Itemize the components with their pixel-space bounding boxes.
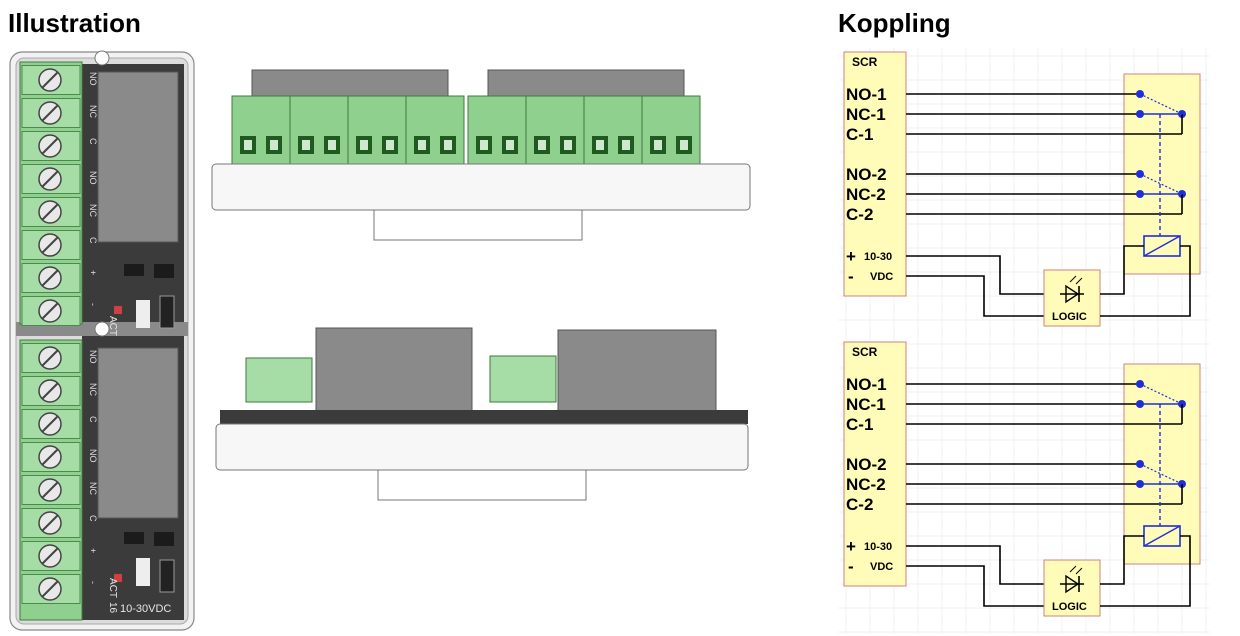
wiring-diagrams: SCRNO-1NC-1C-1NO-2NC-2C-2+10-30-VDCLOGIC… (838, 48, 1210, 634)
voltage-label: 10-30VDC (120, 603, 171, 615)
supply-minus-label: VDC (870, 271, 893, 283)
terminal-pin-label: NO (88, 350, 98, 364)
side-terminal-block (231, 95, 291, 165)
terminal-label: C-1 (846, 125, 873, 144)
supply-plus-label: 10-30 (864, 251, 892, 263)
led-diode-icon (1065, 574, 1080, 594)
act-label-bottom: ACT (107, 578, 118, 598)
supply-minus-label: VDC (870, 561, 893, 573)
screw-terminal (21, 131, 81, 161)
plus-sign: + (846, 537, 856, 556)
terminal-label: NC-2 (846, 185, 886, 204)
mounting-hole (94, 321, 110, 337)
terminal-pin-label: - (88, 303, 98, 306)
act-led-bottom (114, 574, 122, 582)
act-led-top (114, 306, 122, 314)
side-base (211, 163, 751, 211)
side-terminal-block (641, 95, 701, 165)
screw-terminal (21, 98, 81, 128)
channel-label-bottom: 16 (107, 602, 118, 614)
terminal-label: NC-1 (846, 395, 886, 414)
side-base-bottom (215, 423, 749, 471)
terminal-label: C-2 (846, 205, 873, 224)
plus-sign: + (846, 247, 856, 266)
terminal-pin-label: NC (88, 383, 98, 396)
terminal-pin-label: NO (88, 449, 98, 463)
terminal-label: NO-1 (846, 85, 887, 104)
terminal-pin-label: NC (88, 204, 98, 217)
terminal-pin-label: NO (88, 171, 98, 185)
terminal-pin-label: + (88, 270, 98, 275)
wiring-diagram-1: SCR NO-1NC-1C-1NO-2NC-2C-2 +10-30- VDC LOGIC (843, 51, 1201, 327)
terminal-pin-label: C (88, 237, 98, 244)
led-diode-icon (1065, 284, 1080, 304)
terminal-pin-label: + (88, 548, 98, 553)
terminal-label: NO-2 (846, 455, 887, 474)
terminal-label: NC-2 (846, 475, 886, 494)
screw-terminal (21, 376, 81, 406)
scr-label: SCR (852, 55, 878, 69)
terminal-label: NC-1 (846, 105, 886, 124)
terminal-block-top (19, 61, 83, 326)
screw-terminal (21, 197, 81, 227)
supply-plus-label: 10-30 (864, 541, 892, 553)
terminal-label: NO-2 (846, 165, 887, 184)
screw-terminal (21, 442, 81, 472)
terminal-pin-label: C (88, 515, 98, 522)
screw-terminal (21, 574, 81, 604)
terminal-block-bottom (19, 339, 83, 621)
screw-terminal (21, 230, 81, 260)
side-terminal-block (525, 95, 585, 165)
screw-terminal (21, 296, 81, 326)
koppling-heading: Koppling (838, 8, 951, 38)
device-side-view-bottom (215, 327, 749, 501)
wiring-diagram-2: SCR NO-1NC-1C-1NO-2NC-2C-2 +10-30- VDC LOGIC (843, 341, 1201, 617)
terminal-pin-label: C (88, 138, 98, 145)
terminal-label: C-2 (846, 495, 873, 514)
relay-top (97, 71, 179, 243)
terminal-label: NO-1 (846, 375, 887, 394)
logic-label: LOGIC (1052, 311, 1087, 323)
side-terminal-block (405, 95, 465, 165)
terminal-pin-label: - (88, 581, 98, 584)
screw-terminal (21, 541, 81, 571)
minus-sign: - (848, 557, 854, 576)
terminal-pin-label: NC (88, 105, 98, 118)
device-top-view: NO NC C NO NC C + - NO NC C NO NC C + - ACT ACT 16 10-… (9, 50, 195, 631)
side-terminal-block (289, 95, 349, 165)
screw-terminal (21, 508, 81, 538)
screw-terminal (21, 409, 81, 439)
screw-terminal (21, 164, 81, 194)
act-label-top: ACT (107, 316, 118, 336)
minus-sign: - (848, 267, 854, 286)
device-side-view-top (211, 69, 751, 241)
terminal-pin-label: NC (88, 482, 98, 495)
screw-terminal (21, 475, 81, 505)
scr-label: SCR (852, 345, 878, 359)
mounting-hole (94, 50, 110, 66)
terminal-pin-label: NO (88, 72, 98, 86)
terminal-label: C-1 (846, 415, 873, 434)
terminal-pin-label: C (88, 416, 98, 423)
relay-bottom (97, 347, 179, 519)
side-terminal-block (467, 95, 527, 165)
illustration-heading: Illustration (8, 8, 141, 38)
screw-terminal (21, 263, 81, 293)
logic-label: LOGIC (1052, 601, 1087, 613)
screw-terminal (21, 343, 81, 373)
screw-terminal (21, 65, 81, 95)
side-terminal-block (347, 95, 407, 165)
side-terminal-block (583, 95, 643, 165)
